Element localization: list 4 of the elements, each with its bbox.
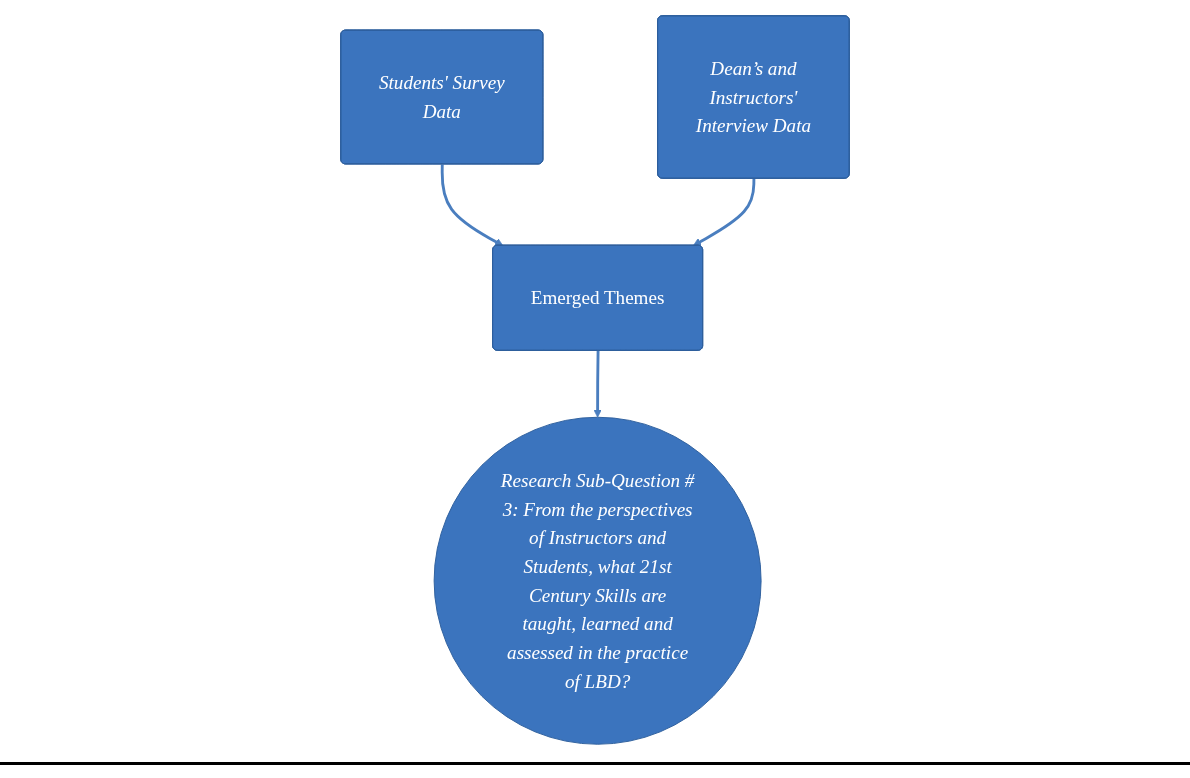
- node-circle: Research Sub-Question # 3: From the perspectives of Instructors and Students, what 21st Century Skills are taught, learned and assessed in the practice of LBD?: [433, 416, 762, 745]
- arrow: [440, 164, 504, 247]
- arrow: [692, 178, 756, 247]
- arrow: [593, 350, 602, 418]
